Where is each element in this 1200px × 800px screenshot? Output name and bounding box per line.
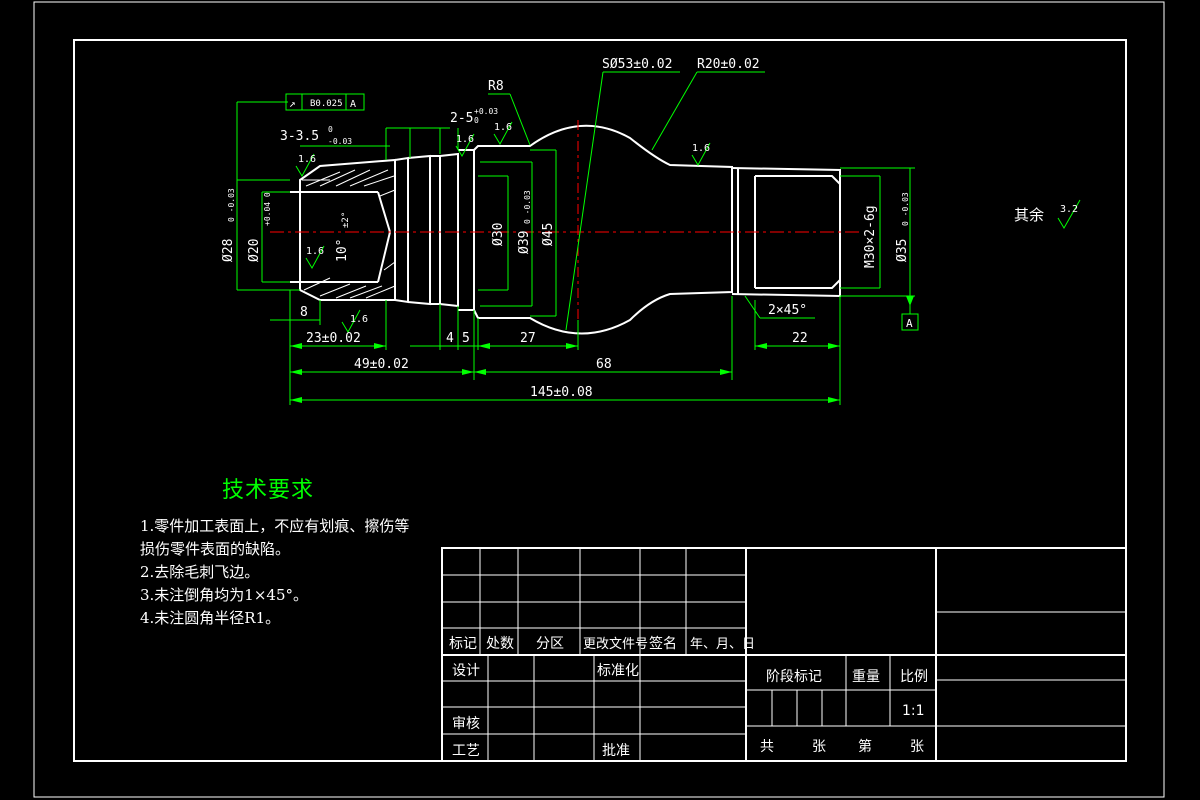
dim-d39-tol: 0 -0.03 [523, 190, 532, 224]
remaining-rough: 3.2 [1060, 204, 1078, 215]
dim-d39: Ø39 [517, 231, 532, 254]
arrowheads [290, 296, 914, 403]
tb-sheets: 张 [812, 739, 826, 755]
tb-total: 共 [760, 739, 774, 755]
rough-2: 1.6 [456, 134, 474, 145]
tb-scale: 1:1 [902, 703, 925, 719]
tb-date: 年、月、日 [690, 637, 756, 652]
dimension-lines [236, 71, 915, 405]
datum-a: A [906, 317, 913, 330]
collar-step [458, 149, 475, 311]
dim-groove-lower: 0 [474, 116, 479, 125]
runout-value: B0.025 [310, 99, 343, 109]
dim-d20-tol: +0.04 0 [263, 192, 272, 226]
dim-d28-tol: 0 -0.03 [227, 188, 236, 222]
tb-signature: 签名 [649, 636, 677, 652]
bore [290, 191, 392, 283]
dim-angle-tol: ±2° [341, 212, 351, 228]
dim-d28: Ø28 [221, 239, 236, 262]
dim-d35-tol: 0 -0.03 [901, 192, 910, 226]
dim-m30: M30×2-6g [863, 205, 878, 268]
dim-len4: 4 [446, 331, 454, 346]
part-view [290, 124, 841, 335]
tb-process: 工艺 [452, 743, 480, 759]
dim-groove-upper: +0.03 [474, 107, 498, 116]
notes-title: 技术要求 [222, 478, 315, 503]
dim-angle: 10° [335, 239, 350, 262]
dim-d45: Ø45 [541, 223, 556, 246]
groove-2 [439, 152, 459, 308]
remaining-label: 其余 [1014, 206, 1044, 224]
dim-r20: R20±0.02 [697, 57, 760, 72]
tb-approve: 批准 [602, 743, 630, 759]
note-line: 1.零件加工表面上，不应有划痕、擦伤等 [140, 517, 410, 535]
sphere-body [473, 124, 733, 335]
runout-datum: A [350, 99, 356, 110]
technical-notes: 1.零件加工表面上，不应有划痕、擦伤等 损伤零件表面的缺陷。 2.去除毛刺飞边。… [140, 515, 409, 630]
dim-len68: 68 [596, 357, 612, 372]
neck-1 [394, 156, 409, 304]
note-line: 3.未注倒角均为1×45°。 [140, 586, 309, 604]
rough-5: 1.6 [306, 246, 324, 257]
tb-stage: 阶段标记 [766, 669, 822, 685]
dim-len27: 27 [520, 331, 536, 346]
tb-review: 审核 [452, 716, 480, 732]
dim-len49: 49±0.02 [354, 357, 409, 372]
dim-len23: 23±0.02 [306, 331, 361, 346]
note-line: 损伤零件表面的缺陷。 [140, 540, 291, 558]
dim-len5: 5 [462, 331, 470, 346]
dim-sphere: SØ53±0.02 [602, 57, 672, 72]
tb-weight: 重量 [852, 669, 880, 685]
dim-slot-upper: 0 [328, 125, 333, 134]
tb-sheet: 张 [910, 739, 924, 755]
roughness-symbols [295, 121, 1081, 334]
dim-d35: Ø35 [895, 239, 910, 262]
tb-sheet-no: 第 [858, 739, 872, 755]
dim-r8: R8 [488, 79, 504, 94]
tb-scale-label: 比例 [900, 669, 928, 685]
dim-len22: 22 [792, 331, 808, 346]
section-hatch [302, 169, 396, 299]
dim-len8: 8 [300, 305, 308, 320]
rough-4: 1.6 [692, 143, 710, 154]
runout-frame [285, 93, 919, 331]
title-block-grid [441, 547, 1127, 762]
note-line: 2.去除毛刺飞边。 [140, 563, 260, 581]
dim-len145: 145±0.08 [530, 385, 593, 400]
neck-2 [407, 154, 431, 306]
tb-change-doc: 更改文件号 [583, 637, 649, 652]
note-line: 4.未注圆角半径R1。 [140, 609, 281, 627]
threaded-end [731, 167, 841, 298]
tb-standard: 标准化 [597, 663, 639, 679]
dim-d30: Ø30 [491, 223, 506, 246]
dim-d20: Ø20 [247, 239, 262, 262]
tb-design: 设计 [452, 663, 480, 679]
tb-zone: 分区 [536, 636, 564, 652]
dim-slot-lower: -0.03 [328, 137, 352, 146]
rough-6: 1.6 [350, 314, 368, 325]
dim-slot: 3-3.5 [280, 129, 319, 144]
tb-count: 处数 [486, 636, 514, 652]
dim-chamfer: 2×45° [768, 303, 807, 318]
groove-1 [430, 155, 441, 305]
runout-symbol: ↗ [289, 97, 296, 110]
outer-border [33, 1, 1165, 798]
rough-1: 1.6 [298, 154, 316, 165]
rough-3: 1.6 [494, 122, 512, 133]
dim-groove: 2-5 [450, 111, 473, 126]
dimension-texts: SØ53±0.02 R20±0.02 R8 2-5 +0.03 0 3-3.5 … [221, 57, 1078, 400]
tb-mark: 标记 [449, 636, 477, 652]
